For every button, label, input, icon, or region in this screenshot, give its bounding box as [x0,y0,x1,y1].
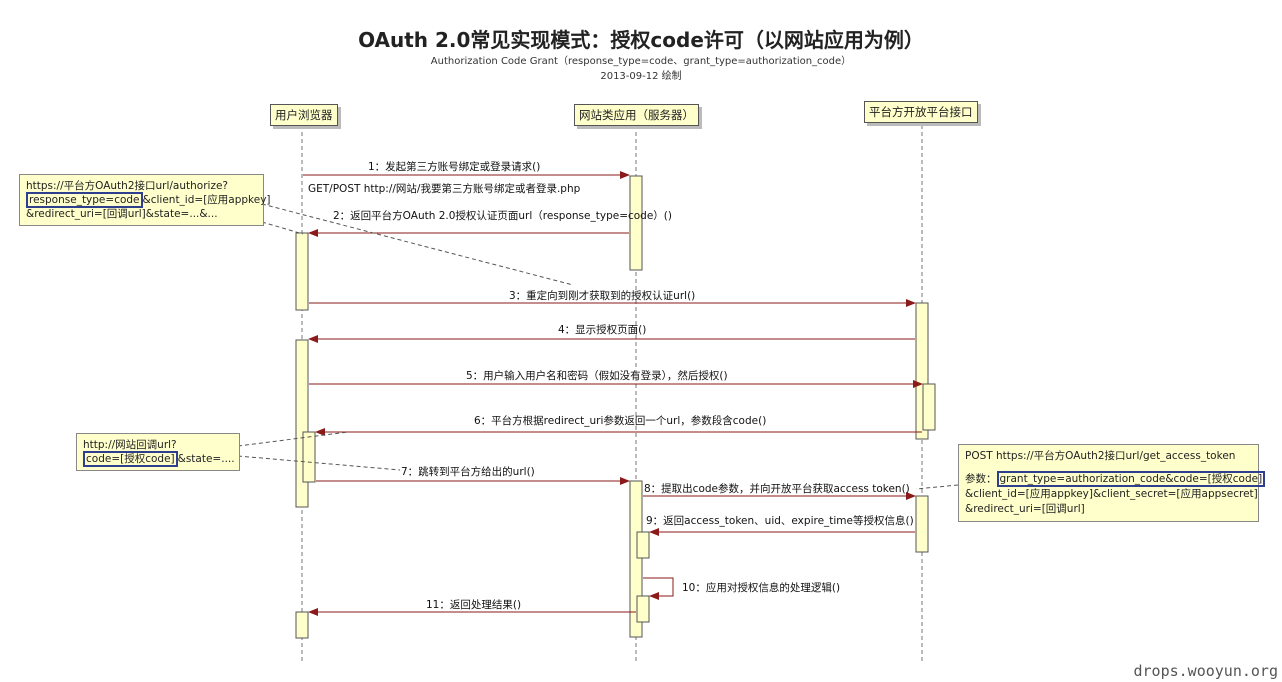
note-token-line3: &client_id=[应用appkey]&client_secret=[应用a… [965,488,1258,500]
activation-platform-3 [915,495,929,553]
msg-2-label: 2：返回平台方OAuth 2.0授权认证页面url（response_type=… [333,210,673,222]
note-authorize-highlight: response_type=code [26,192,143,208]
diagram-title: OAuth 2.0常见实现模式：授权code许可（以网站应用为例） [358,28,924,52]
msg-9-label: 9：返回access_token、uid、expire_time等授权信息() [646,515,914,527]
msg-1-sublabel: GET/POST http://网站/我要第三方账号绑定或者登录.php [308,183,581,195]
note-connector-callback-1 [237,431,349,447]
note-authorize-line3: &redirect_uri=[回调url]&state=...&... [26,208,218,220]
msg-10-label: 10：应用对授权信息的处理逻辑() [682,582,841,594]
diagram-subtitle: Authorization Code Grant（response_type=c… [430,56,852,67]
note-token-prefix: 参数： [965,473,997,485]
note-connector-callback-2 [237,455,401,471]
participant-browser: 用户浏览器 [270,104,338,126]
activation-browser-3 [302,431,316,483]
note-connector-token [915,484,959,490]
note-token-line2: 参数：grant_type=authorization_code&code=[授… [965,471,1266,487]
msg-4-label: 4：显示授权页面() [558,324,647,336]
activation-browser-4 [295,611,309,639]
msg-1-label: 1：发起第三方账号绑定或登录请求() [368,161,541,173]
activation-platform-2 [922,383,936,431]
msg-5-label: 5：用户输入用户名和密码（假如没有登录），然后授权() [466,370,728,382]
note-callback-url: http://网站回调url? code=[授权code]&state=.... [76,433,240,471]
msg-3-label: 3：重定向到刚才获取到的授权认证url() [509,290,696,302]
activation-server-1 [629,175,643,271]
activation-server-4 [636,595,650,623]
participant-platform: 平台方开放平台接口 [864,101,978,123]
note-callback-line2: code=[授权code]&state=.... [83,451,235,467]
note-authorize-line2: response_type=code&client_id=[应用appkey] [26,192,271,208]
activation-browser-1 [295,232,309,311]
note-connector-authorize-1 [261,203,574,286]
note-callback-line1: http://网站回调url? [83,439,177,451]
note-callback-highlight: code=[授权code] [83,451,178,467]
note-callback-line2-rest: &state=.... [177,453,235,465]
note-token-request: POST https://平台方OAuth2接口url/get_access_t… [958,444,1266,522]
note-authorize-url: https://平台方OAuth2接口url/authorize? respon… [19,174,271,226]
note-token-highlight: grant_type=authorization_code&code=[授权co… [996,471,1266,487]
msg-8-label: 8：提取出code参数，并向开放平台获取access token() [644,483,910,495]
note-token-line4: &redirect_uri=[回调url] [965,503,1085,515]
note-connector-authorize-2 [261,221,304,235]
diagram-date: 2013-09-12 绘制 [600,71,682,82]
note-authorize-line1: https://平台方OAuth2接口url/authorize? [26,180,228,192]
arrow-msg-10 [643,577,674,600]
msg-6-label: 6：平台方根据redirect_uri参数返回一个url，参数段含code() [474,415,767,427]
participant-server: 网站类应用（服务器） [574,104,699,126]
note-token-line1: POST https://平台方OAuth2接口url/get_access_t… [965,450,1236,462]
activation-server-3 [636,531,650,559]
watermark: drops.wooyun.org [1133,662,1279,680]
msg-11-label: 11：返回处理结果() [426,599,522,611]
note-authorize-line2-rest: &client_id=[应用appkey] [142,194,271,206]
msg-7-label: 7：跳转到平台方给出的url() [401,466,535,478]
